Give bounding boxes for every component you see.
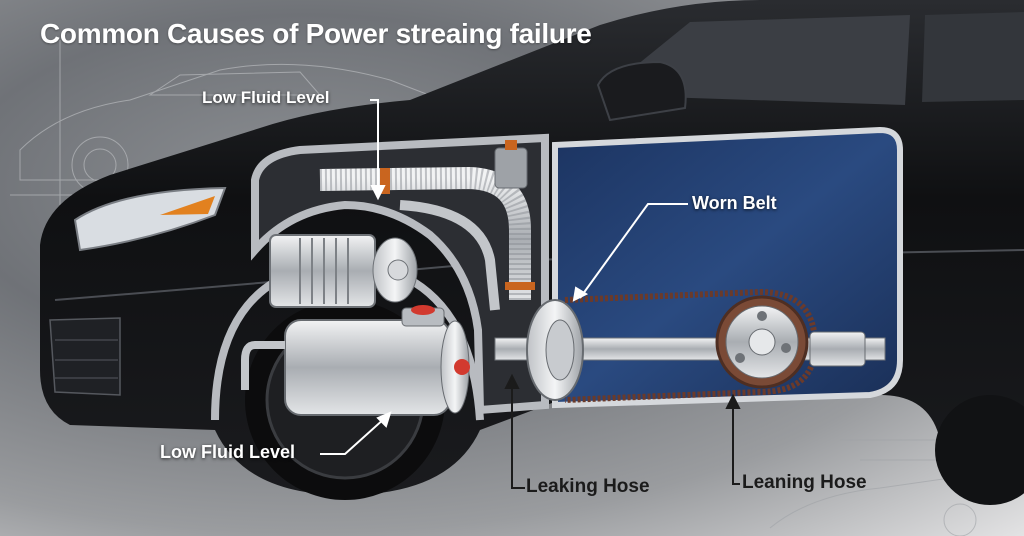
return-hose — [399, 200, 500, 311]
leader-low-fluid-top — [370, 99, 379, 192]
engine-bay-cutaway — [251, 133, 549, 415]
pump-pulley — [526, 299, 584, 401]
label-leaning-hose: Leaning Hose — [742, 472, 867, 493]
crank-pulley — [715, 295, 809, 389]
car-window-rear — [922, 12, 1024, 102]
leader-leaking-hose — [511, 380, 525, 489]
grille — [49, 317, 121, 396]
label-worn-belt: Worn Belt — [692, 193, 777, 213]
pump-motor — [269, 234, 418, 308]
leader-leaning-hose — [732, 400, 740, 485]
leader-worn-belt — [579, 203, 688, 299]
side-mirror — [596, 60, 687, 122]
label-low-fluid-level-top: Low Fluid Level — [202, 88, 330, 107]
fluid-reservoir — [494, 147, 528, 189]
label-leaking-hose: Leaking Hose — [526, 476, 650, 497]
rear-wheel — [935, 395, 1024, 505]
headlight — [73, 186, 227, 252]
infographic-title: Common Causes of Power streaing failure — [40, 18, 592, 49]
leader-low-fluid-bottom — [320, 417, 386, 455]
label-low-fluid-level-bottom: Low Fluid Level — [160, 442, 296, 462]
power-steering-pump — [241, 305, 470, 416]
